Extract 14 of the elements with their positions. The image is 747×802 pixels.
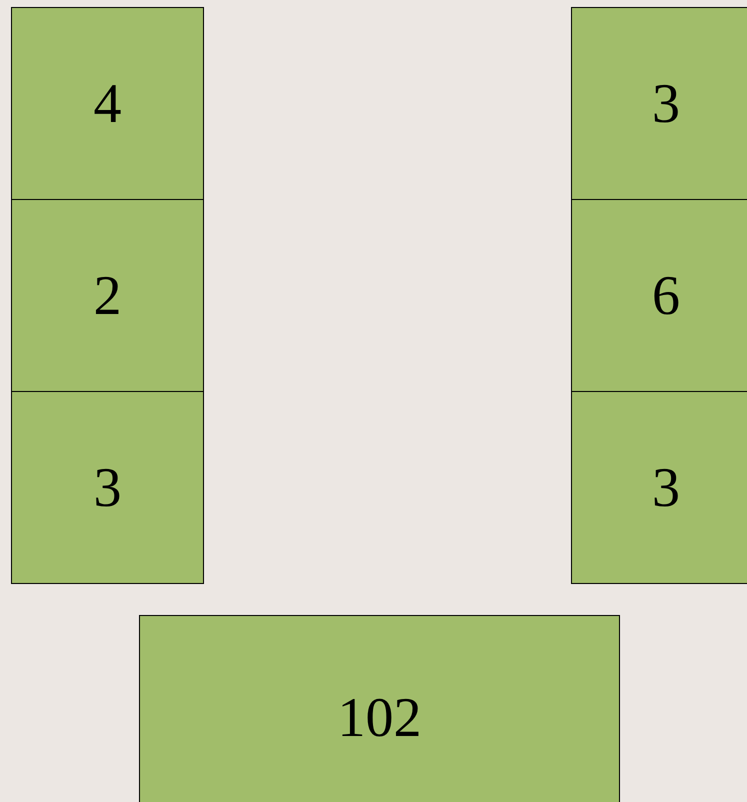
number-value: 3 <box>652 460 680 516</box>
number-block <box>11 199 204 392</box>
number-value: 3 <box>94 460 122 516</box>
number-block <box>571 199 747 392</box>
number-value: 4 <box>94 76 122 132</box>
number-value: 102 <box>338 690 422 746</box>
number-value: 6 <box>652 268 680 324</box>
number-block <box>11 391 204 584</box>
number-block <box>11 7 204 200</box>
number-block <box>571 391 747 584</box>
number-block <box>139 615 620 802</box>
number-block <box>571 7 747 200</box>
number-value: 3 <box>652 76 680 132</box>
number-value: 2 <box>94 268 122 324</box>
